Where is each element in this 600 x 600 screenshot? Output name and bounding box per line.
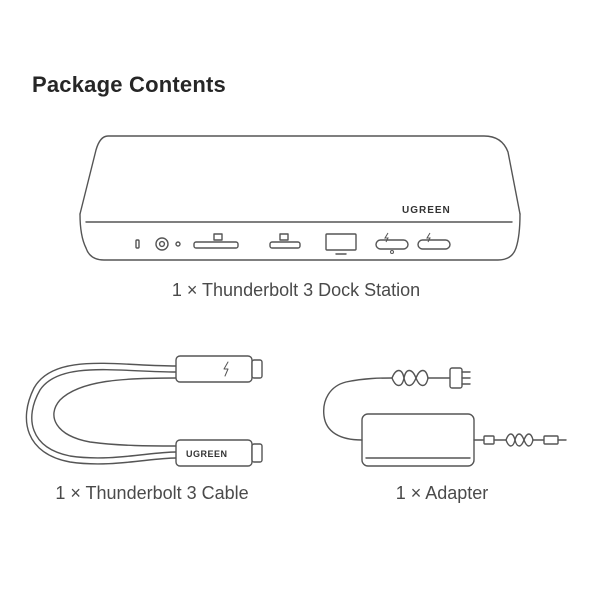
thunderbolt-port-2 — [417, 239, 451, 250]
cable-caption: 1 × Thunderbolt 3 Cable — [55, 483, 249, 503]
cable-brand-logo: UGREEN — [186, 449, 228, 459]
audio-port — [155, 237, 169, 251]
dock-station-caption: 1 × Thunderbolt 3 Dock Station — [171, 280, 421, 300]
page-title: Package Contents — [32, 72, 226, 97]
thunderbolt-port-1 — [375, 239, 409, 250]
microsd-slot — [269, 241, 301, 249]
ac-plug — [449, 367, 463, 389]
dc-plug — [543, 435, 559, 445]
dock-led — [135, 239, 140, 249]
sd-card-slot — [193, 241, 239, 249]
lightning-icon — [426, 232, 431, 243]
lightning-icon — [384, 232, 389, 243]
adapter-caption: 1 × Adapter — [395, 483, 489, 503]
ethernet-port — [325, 233, 357, 251]
dock-brand-logo: UGREEN — [402, 205, 451, 216]
